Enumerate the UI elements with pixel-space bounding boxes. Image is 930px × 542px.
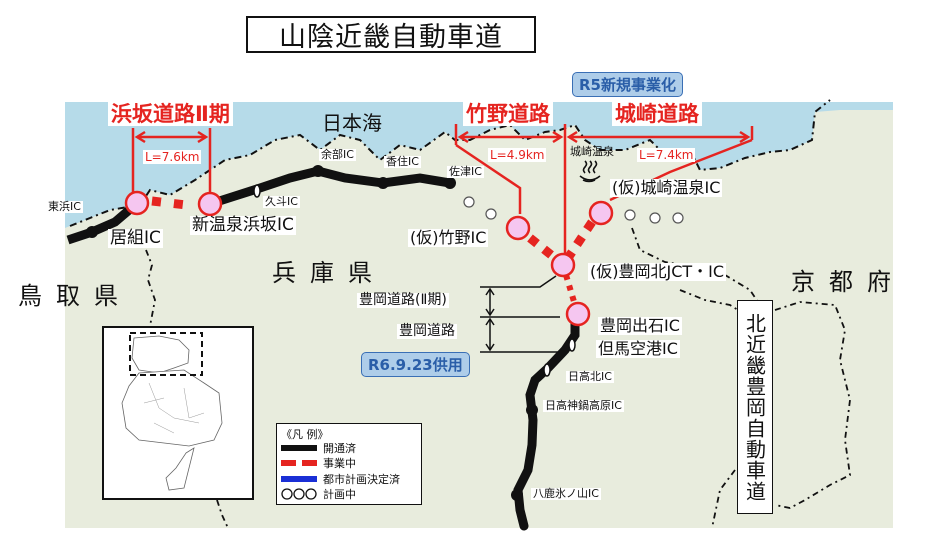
border-tottori-hyogo xyxy=(145,249,156,327)
ic-label-amarube: 余部IC xyxy=(319,148,356,162)
ic-label-hidaka-kita: 日高北IC xyxy=(566,370,614,384)
page-title: 山陰近畿自動車道 xyxy=(246,16,536,53)
inset-focus-box xyxy=(129,332,203,376)
ic-node-amarube[interactable] xyxy=(312,165,324,177)
road-construction-kinosaki xyxy=(564,219,596,261)
ic-node-tajima-airport[interactable] xyxy=(568,338,576,352)
connecting-road-label: 北近畿豊岡自動車道 xyxy=(737,300,773,514)
sea-label: 日本海 xyxy=(322,111,382,135)
planned-circle xyxy=(463,196,475,208)
ic-node-higashihama[interactable] xyxy=(86,226,98,238)
ic-label-toyooka-kita: (仮)豊岡北JCT・IC xyxy=(588,262,727,281)
road-construction-hamasaka2 xyxy=(151,196,196,211)
segment-label-toyooka2: 豊岡道路(Ⅱ期) xyxy=(357,292,449,309)
ic-node-toyooka-kita[interactable] xyxy=(550,252,576,278)
ic-node-kinosaki-onsen[interactable] xyxy=(588,200,614,226)
section-kinosaki-length: L=7.4km xyxy=(637,148,696,163)
section-brackets xyxy=(131,124,754,256)
ic-node-yoka[interactable] xyxy=(511,489,523,501)
ic-label-igumi: 居組IC xyxy=(108,228,163,248)
ic-label-kinosaki-onsen: (仮)城崎温泉IC xyxy=(610,178,723,197)
segment-label-toyooka: 豊岡道路 xyxy=(397,323,457,340)
section-hamasaka2-name: 浜坂道路Ⅱ期 xyxy=(108,102,233,127)
section-takeno-name: 竹野道路 xyxy=(463,102,553,127)
planned-circle xyxy=(649,212,661,224)
legend-item-opened: 開通済 xyxy=(281,440,417,456)
ic-node-hidaka-kita[interactable] xyxy=(543,363,551,377)
road-construction-takeno xyxy=(527,234,563,266)
road-opened-west xyxy=(66,201,138,245)
ic-node-kuto[interactable] xyxy=(253,184,261,198)
ic-node-toyooka-izushi[interactable] xyxy=(565,301,591,327)
prefecture-kyoto: 京都府 xyxy=(791,268,905,296)
badge-new-project: R5新規事業化 xyxy=(572,72,683,97)
road-construction-toyooka2 xyxy=(563,274,578,306)
section-kinosaki-name: 城崎道路 xyxy=(612,102,702,127)
ic-node-kasumi[interactable] xyxy=(377,177,389,189)
sea-japan xyxy=(65,102,893,228)
prefecture-tottori: 鳥取県 xyxy=(18,282,132,310)
planned-circle xyxy=(624,209,636,221)
inset-map-hyogo xyxy=(102,326,254,500)
onsen-icon xyxy=(579,160,601,183)
legend-title: 《凡 例》 xyxy=(281,428,329,441)
ic-label-tajima-airport: 但馬空港IC xyxy=(596,339,680,358)
inset-map-svg xyxy=(121,332,223,491)
ic-node-igumi[interactable] xyxy=(124,190,150,216)
legend-item-planning: 計画中 xyxy=(281,487,417,503)
ic-label-kasumi: 香住IC xyxy=(384,155,421,169)
ic-node-takeno[interactable] xyxy=(505,215,531,241)
prefecture-hyogo: 兵庫県 xyxy=(272,259,386,287)
badge-opened-date: R6.9.23供用 xyxy=(361,352,470,377)
ic-label-kuto: 久斗IC xyxy=(263,195,300,209)
ic-node-satsu[interactable] xyxy=(444,177,456,189)
planned-circle xyxy=(485,208,497,220)
ic-label-yoka: 八鹿氷ノ山IC xyxy=(531,487,601,501)
ic-label-toyooka-izushi: 豊岡出石IC xyxy=(598,316,682,335)
section-hamasaka2-length: L=7.6km xyxy=(143,150,202,165)
ic-label-higashihama: 東浜IC xyxy=(46,200,83,214)
ic-label-hidaka-kannabe: 日高神鍋高原IC xyxy=(543,399,624,413)
ic-label-takeno: (仮)竹野IC xyxy=(408,228,489,247)
toyooka-segment-markers xyxy=(480,275,560,353)
legend-item-construction: 事業中 xyxy=(281,456,417,472)
ic-label-shinonsen-hamasaka: 新温泉浜坂IC xyxy=(190,215,296,235)
ic-node-hidaka-kannabe[interactable] xyxy=(526,404,538,416)
onsen-label: 城崎温泉 xyxy=(570,145,614,158)
legend-item-city-planned: 都市計画決定済 xyxy=(281,471,417,487)
ic-label-satsu: 佐津IC xyxy=(447,165,484,179)
legend: 《凡 例》 開通済 事業中 都市計画決定済 計画中 xyxy=(276,423,422,505)
planned-circle xyxy=(672,212,684,224)
section-takeno-length: L=4.9km xyxy=(488,148,547,163)
ic-node-shinonsen-hamasaka[interactable] xyxy=(197,191,223,217)
